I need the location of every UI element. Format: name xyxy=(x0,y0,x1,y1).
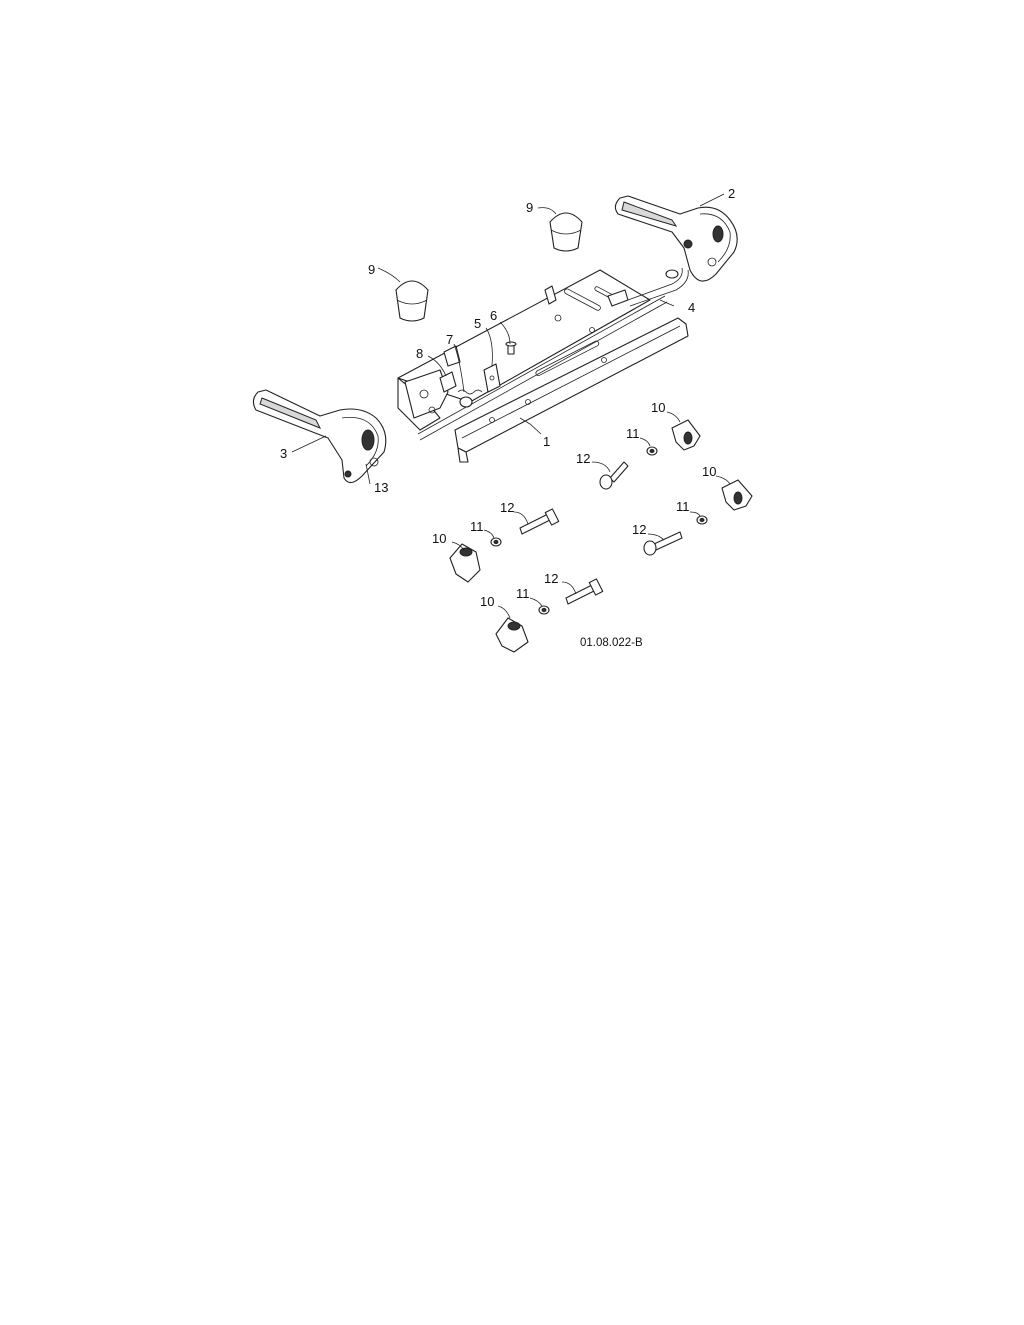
callout-12-b: 12 xyxy=(500,500,514,515)
callout-9-left: 9 xyxy=(368,262,375,277)
callout-11-b: 11 xyxy=(676,499,690,514)
bolt-part-12-a xyxy=(599,461,629,490)
frame-rail-part-1 xyxy=(397,269,689,463)
rod-part-4 xyxy=(627,267,689,307)
callout-6: 6 xyxy=(490,308,497,323)
washer-part-11-b xyxy=(696,515,708,525)
bolt-part-12-c xyxy=(643,531,683,556)
callout-12-c: 12 xyxy=(632,522,646,537)
callout-labels: 1 2 3 4 5 6 7 8 9 9 13 10 11 12 10 11 12… xyxy=(280,186,735,609)
knob-cap-part-9-right xyxy=(549,212,583,252)
callout-4: 4 xyxy=(688,300,695,315)
wing-knob-part-10-a xyxy=(671,419,701,451)
callout-12-d: 12 xyxy=(544,571,558,586)
washer-part-11-a xyxy=(646,446,658,456)
wing-knob-part-10-b xyxy=(721,479,753,511)
bolt-part-12-b xyxy=(519,508,560,535)
callout-8: 8 xyxy=(416,346,423,361)
callout-11-d: 11 xyxy=(516,586,530,601)
wing-knob-part-10-d xyxy=(495,617,529,653)
callout-9-right: 9 xyxy=(526,200,533,215)
lever-handle-part-3 xyxy=(252,389,387,484)
leader-lines xyxy=(291,193,731,619)
callout-7: 7 xyxy=(446,332,453,347)
callout-12-a: 12 xyxy=(576,451,590,466)
callout-13: 13 xyxy=(374,480,388,495)
callout-10-c: 10 xyxy=(432,531,446,546)
lever-handle-part-2 xyxy=(614,195,738,282)
callout-5: 5 xyxy=(474,316,481,331)
callout-3: 3 xyxy=(280,446,287,461)
callout-10-d: 10 xyxy=(480,594,494,609)
callout-10-a: 10 xyxy=(651,400,665,415)
wing-knob-part-10-c xyxy=(449,543,481,583)
clip-part-8 xyxy=(439,371,457,393)
callout-11-c: 11 xyxy=(470,519,484,534)
bolt-part-12-d xyxy=(565,578,604,605)
callout-10-b: 10 xyxy=(702,464,716,479)
callout-2: 2 xyxy=(728,186,735,201)
washer-part-11-c xyxy=(490,537,502,547)
screw-part-6 xyxy=(505,341,517,355)
knob-cap-part-9-left xyxy=(395,280,429,322)
figure-reference-code: 01.08.022-B xyxy=(580,637,643,649)
spring-part-7 xyxy=(457,389,483,408)
washer-part-11-d xyxy=(538,605,550,615)
callout-11-a: 11 xyxy=(626,426,640,441)
callout-1: 1 xyxy=(543,434,550,449)
